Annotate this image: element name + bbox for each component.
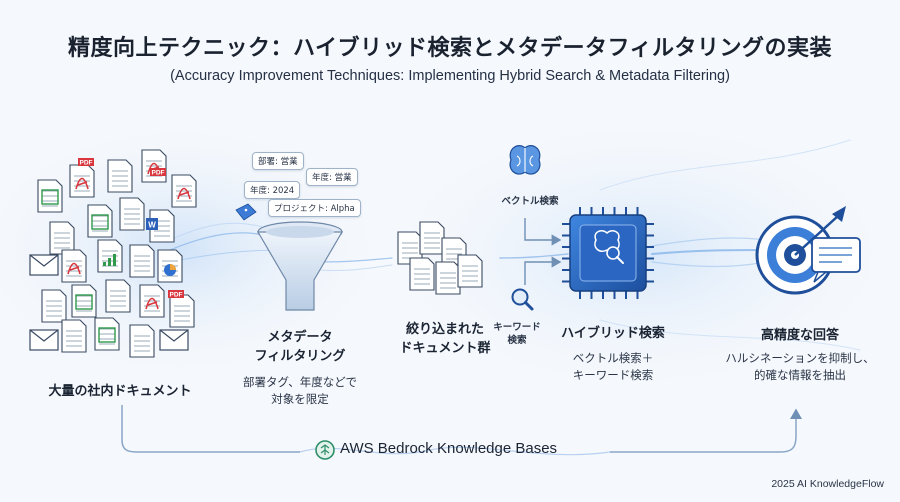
filtering-label-line1: メタデータ: [267, 330, 333, 345]
answer-desc-line2: 的確な情報を抽出: [754, 368, 846, 382]
filtering-desc-line2: 対象を限定: [271, 392, 329, 406]
meta-tag-year: 年度: 2024: [244, 181, 301, 199]
mail-icon: [29, 329, 59, 351]
copyright-text: 2025 AI KnowledgeFlow: [771, 478, 884, 490]
narrowed-label-line1: 絞り込まれた: [405, 322, 484, 337]
document-icon: [49, 221, 75, 255]
document-icon: [457, 254, 483, 288]
filtering-label-line2: フィルタリング: [254, 349, 346, 364]
hybrid-label: ハイブリッド検索: [561, 326, 665, 341]
keyword-search-label-line1: キーワード: [493, 322, 541, 333]
document-icon: [157, 249, 183, 283]
document-icon: [139, 284, 165, 318]
document-icon: [419, 221, 445, 255]
keyword-to-chip-arrow: [524, 256, 562, 285]
meta-tag-department: 部署: 営業: [252, 152, 304, 170]
funnel-icon: [256, 221, 344, 311]
vector-search-label: ベクトル検索: [501, 196, 559, 207]
document-pile: W PDF PDF PDF: [29, 149, 197, 358]
target-arrow-icon: [794, 206, 846, 256]
document-icon: [71, 284, 97, 318]
page-title: 精度向上テクニック：ハイブリッド検索とメタデータフィルタリングの実装: [67, 36, 833, 61]
document-icon: [87, 204, 113, 238]
filtering-desc-line1: 部署タグ、年度などで: [243, 375, 357, 389]
document-icon: [169, 294, 195, 328]
document-icon: [94, 317, 120, 351]
keyword-search-label-line2: 検索: [507, 335, 527, 346]
document-icon: [105, 279, 131, 313]
hybrid-desc-line2: キーワード検索: [572, 368, 654, 382]
page-subtitle: (Accuracy Improvement Techniques: Implem…: [170, 68, 730, 84]
document-icon: [61, 249, 87, 283]
mail-icon: [29, 254, 59, 276]
document-icon: [171, 174, 197, 208]
answer-label: 高精度な回答: [760, 328, 839, 343]
document-icon: [97, 239, 123, 273]
magnifier-icon: [511, 288, 534, 311]
platform-line-right: [610, 408, 802, 453]
answer-desc-line1: ハルシネーションを抑制し、: [725, 351, 875, 365]
document-icon: [119, 197, 145, 231]
document-icon: [61, 319, 87, 353]
price-tag-icon: [235, 203, 257, 221]
brain-icon: [509, 145, 541, 175]
document-icon: W: [146, 209, 175, 243]
document-icon: [41, 289, 67, 323]
svg-text:PDF: PDF: [152, 170, 165, 177]
circuit-brain-icon: [315, 440, 335, 460]
vector-to-chip-arrow: [524, 218, 562, 246]
document-icon: [141, 149, 167, 183]
narrowed-documents: [397, 221, 483, 295]
document-icon: [129, 244, 155, 278]
mail-icon: [159, 329, 189, 351]
document-icon: [129, 324, 155, 358]
svg-text:PDF: PDF: [80, 160, 93, 167]
meta-tag-project: プロジェクト: Alpha: [268, 199, 361, 217]
pdf-badge: PDF: [78, 158, 94, 167]
document-icon: [107, 159, 133, 193]
meta-tag-year-dept: 年度: 営業: [306, 168, 358, 186]
hybrid-desc-line1: ベクトル検索＋: [572, 351, 654, 365]
pdf-badge: PDF: [168, 290, 184, 299]
svg-text:PDF: PDF: [170, 292, 183, 299]
word-badge: W: [148, 221, 156, 230]
document-icon: [409, 257, 435, 291]
document-icon: [37, 179, 63, 213]
platform-glow-line: [299, 446, 611, 456]
document-icon: [69, 164, 95, 198]
answer-bubble-icon: [811, 237, 861, 283]
documents-label: 大量の社内ドキュメント: [48, 384, 192, 399]
platform-line-left: [121, 405, 300, 453]
hybrid-chip-icon: [562, 207, 654, 299]
pdf-badge: PDF: [150, 168, 166, 177]
document-icon: [435, 261, 461, 295]
narrowed-label-line2: ドキュメント群: [399, 341, 491, 356]
platform-label: AWS Bedrock Knowledge Bases: [340, 440, 558, 457]
